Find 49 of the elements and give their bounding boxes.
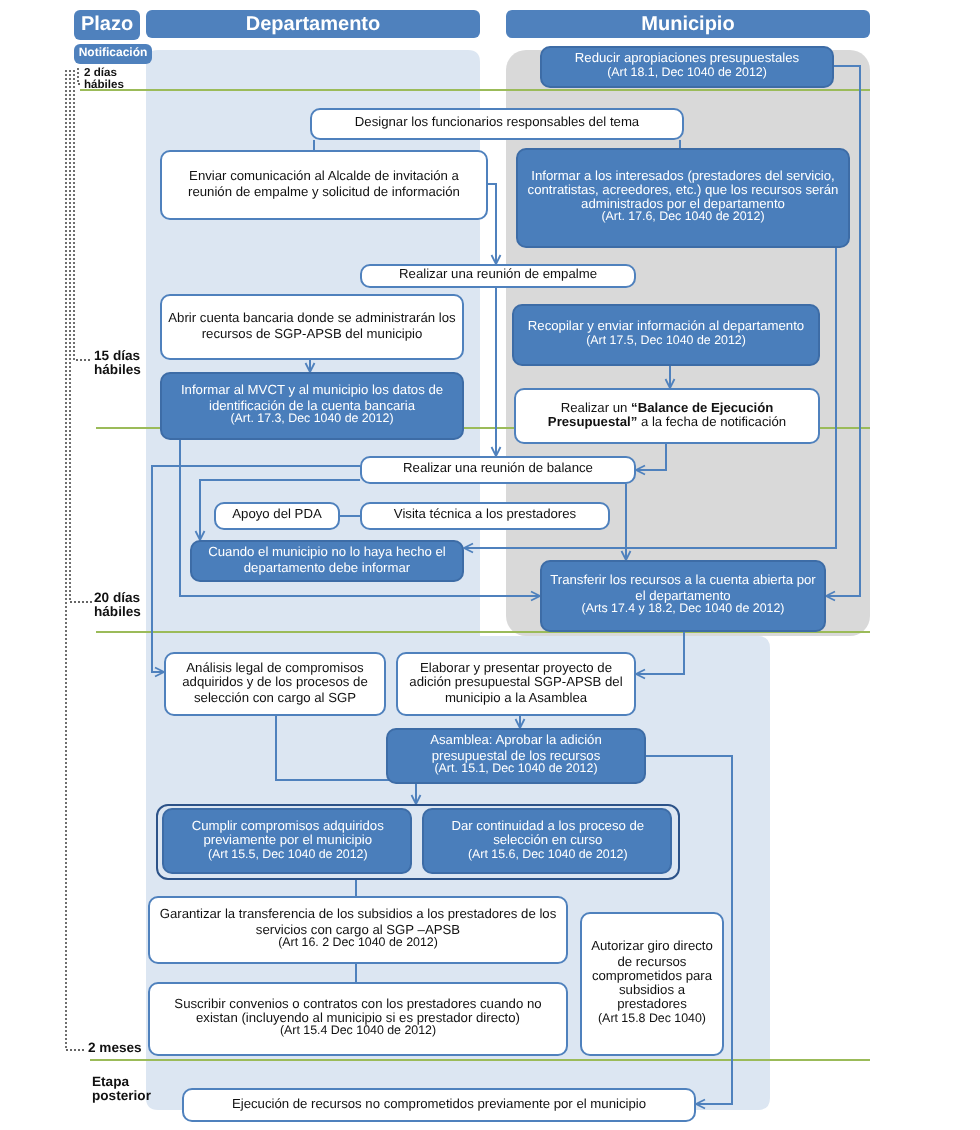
- header-label: [74, 10, 140, 40]
- connector-line: [339, 515, 361, 517]
- arrow: [664, 365, 676, 389]
- arrow: [490, 287, 502, 457]
- arrow: [635, 443, 667, 476]
- process-box: [516, 148, 850, 248]
- process-box: [360, 264, 636, 288]
- process-box: [512, 304, 820, 366]
- arrow: [304, 359, 316, 373]
- arrow: [151, 465, 361, 678]
- connector-line: [679, 139, 681, 149]
- step-text: Municipio: [641, 13, 735, 35]
- process-box: [514, 388, 820, 444]
- process-box: [360, 502, 610, 530]
- process-box: [162, 808, 413, 875]
- arrow: [635, 631, 685, 680]
- arrow: [194, 479, 361, 541]
- process-box: [148, 896, 568, 964]
- process-box: [540, 560, 826, 632]
- connector-line: [355, 963, 357, 983]
- arrow: [487, 183, 502, 265]
- connector-line: [313, 139, 315, 151]
- step-text: Departamento: [245, 13, 381, 35]
- step-text: Plazo: [80, 14, 134, 36]
- process-box: [190, 540, 464, 582]
- process-box: [164, 652, 386, 716]
- arrow: [463, 247, 837, 554]
- arrow: [514, 715, 526, 729]
- process-box: [148, 982, 568, 1056]
- group-box: [156, 804, 680, 880]
- arrow: [620, 483, 632, 561]
- process-box: [160, 294, 464, 360]
- header-label: [506, 10, 870, 38]
- arrow: [645, 755, 733, 1110]
- process-box: [160, 150, 488, 220]
- process-box: [422, 808, 673, 875]
- process-box: [214, 502, 340, 530]
- process-box: [396, 652, 636, 716]
- process-box: [310, 108, 684, 140]
- process-box: [540, 46, 834, 88]
- process-box: [182, 1088, 696, 1122]
- process-box: [580, 912, 724, 1056]
- process-box: [160, 372, 464, 440]
- process-box: [386, 728, 646, 784]
- connector-line: [355, 879, 357, 897]
- process-box: [360, 456, 636, 484]
- arrow: [825, 65, 861, 602]
- header-label: [146, 10, 480, 38]
- arrow: [179, 439, 541, 602]
